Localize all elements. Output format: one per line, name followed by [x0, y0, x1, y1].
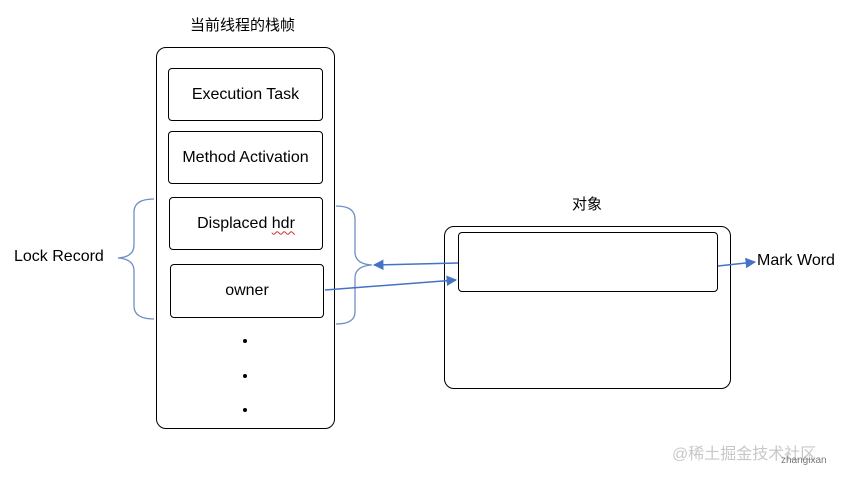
mark-word-slot — [458, 232, 718, 292]
header-to-lock-record-arrow — [372, 259, 459, 271]
lock-record-left-brace — [117, 198, 155, 320]
ellipsis-dot-2 — [243, 374, 247, 378]
mark-word-arrow — [717, 257, 757, 269]
lock-record-label: Lock Record — [14, 248, 104, 265]
displaced-hdr-word: hdr — [271, 214, 295, 232]
method-activation-slot: Method Activation — [168, 131, 323, 184]
displaced-hdr-slot: Displaced hdr — [169, 197, 323, 250]
execution-task-label: Execution Task — [191, 85, 300, 103]
lock-record-right-brace — [335, 205, 373, 325]
ellipsis-dot-1 — [243, 339, 247, 343]
owner-slot: owner — [170, 264, 324, 318]
displaced-hdr-prefix: Displaced — [197, 214, 272, 232]
method-activation-label: Method Activation — [182, 148, 309, 166]
watermark-text: @稀土掘金技术社区 — [672, 446, 817, 463]
stack-frame-title: 当前线程的栈帧 — [190, 17, 296, 34]
owner-label: owner — [225, 282, 269, 299]
watermark-author: zhangixan — [781, 455, 827, 466]
mark-word-label: Mark Word — [757, 252, 835, 269]
object-title: 对象 — [572, 196, 603, 213]
displaced-hdr-label: Displaced hdr — [197, 215, 295, 233]
execution-task-slot: Execution Task — [168, 68, 323, 121]
ellipsis-dot-3 — [243, 408, 247, 412]
owner-to-object-arrow — [324, 275, 458, 291]
